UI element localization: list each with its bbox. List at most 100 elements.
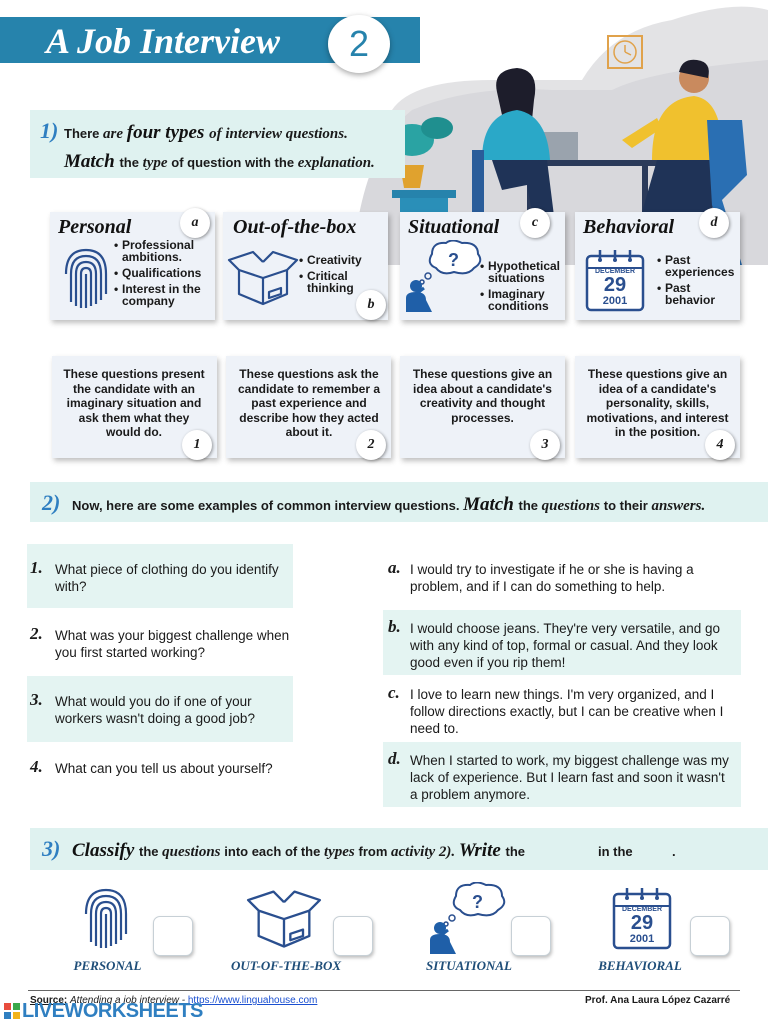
classify-label: BEHAVIORAL: [598, 958, 682, 973]
answer-checkbox-behavioral[interactable]: [690, 916, 730, 956]
activity-3-instruction-tail: in the: [598, 844, 633, 859]
type-card-title: Personal: [58, 216, 132, 238]
question-text: What was your biggest challenge when you…: [55, 628, 290, 660]
bullet-item: Past experiences: [657, 254, 739, 278]
type-card-personal: Personal a Professional ambitions. Quali…: [50, 208, 215, 320]
activity-1-instruction-bar: [30, 110, 405, 178]
explanation-number: 2: [356, 430, 386, 460]
type-card-title: Out-of-the-box: [233, 216, 357, 238]
source-label: Source:: [30, 995, 68, 1006]
instruction-segment: type: [142, 155, 172, 171]
instruction-segment: of question with the: [171, 155, 298, 170]
answer-label: a.: [388, 558, 401, 577]
source-text: Attending a job interview -: [70, 995, 188, 1006]
activity-2-instruction-bar: [30, 482, 768, 522]
clock-icon: [607, 35, 643, 69]
type-card-letter: d: [699, 208, 729, 238]
instruction-segment: There: [64, 126, 104, 141]
svg-text:?: ?: [472, 892, 483, 912]
instruction-segment: four types: [126, 122, 210, 143]
activity-3-instruction: Classify the questions into each of the …: [72, 840, 525, 862]
type-card-out-of-the-box: Out-of-the-box b Creativity Critical thi…: [223, 212, 388, 320]
type-card-letter: a: [180, 208, 210, 238]
calendar-day: 29: [603, 274, 627, 296]
instruction-segment: Match: [64, 151, 120, 172]
thinking-person-icon: ?: [430, 882, 506, 954]
instruction-segment: Match: [463, 494, 519, 515]
answer-checkbox-personal[interactable]: [153, 916, 193, 956]
instruction-segment: into each of the: [224, 844, 324, 859]
page-title: A Job Interview: [46, 21, 281, 61]
instruction-segment: explanation.: [297, 155, 375, 171]
explanation-card: These questions give an idea of a candid…: [575, 356, 740, 460]
calendar-month: DECEMBER: [594, 268, 636, 275]
classify-label: PERSONAL: [73, 958, 142, 973]
type-card-title: Situational: [408, 216, 500, 238]
instruction-segment: questions: [541, 498, 604, 514]
type-card-bullets: Past experiences Past behavior: [657, 254, 739, 306]
type-card-situational: Situational c ? Hypothetical situations …: [400, 208, 565, 320]
activity-1-instruction-line-2: Match the type of question with the expl…: [64, 151, 375, 173]
answer-checkbox-out-of-the-box[interactable]: [333, 916, 373, 956]
footer-author: Prof. Ana Laura López Cazarré: [585, 995, 731, 1006]
bullet-item: Hypothetical situations: [480, 260, 564, 284]
answer-label: d.: [388, 749, 401, 768]
instruction-segment: the: [518, 498, 542, 513]
explanation-text: These questions present the candidate wi…: [63, 367, 205, 439]
answer-checkbox-situational[interactable]: [511, 916, 551, 956]
instruction-segment: Classify: [72, 840, 140, 861]
instruction-segment: Now, here are some examples of common in…: [72, 498, 464, 513]
activity-2-number: 2): [42, 490, 61, 515]
classify-label: OUT-OF-THE-BOX: [230, 958, 342, 973]
footer-divider: [28, 990, 740, 991]
question-box: [27, 676, 293, 742]
type-card-letter: b: [356, 290, 386, 320]
bullet-item: Past behavior: [657, 282, 739, 306]
answer-text: I would choose jeans. They're very versa…: [410, 621, 720, 670]
question-label: 4.: [30, 757, 43, 776]
answer-label: b.: [388, 617, 401, 636]
explanation-number: 3: [530, 430, 560, 460]
instruction-segment: to their: [603, 498, 652, 513]
explanation-card: These questions give an idea about a can…: [400, 356, 565, 460]
question-text: What would you do if one of your workers…: [55, 694, 255, 726]
source-link[interactable]: https://www.linguahouse.com: [187, 995, 318, 1006]
type-card-behavioral: Behavioral d DECEMBER 29 2001 Past exper…: [575, 208, 740, 320]
bullet-item: Interest in the company: [114, 283, 212, 307]
type-card-bullets: Professional ambitions. Qualifications I…: [114, 239, 212, 307]
calendar-year: 2001: [629, 933, 655, 945]
calendar-day: 29: [630, 912, 654, 934]
instruction-segment: the: [139, 844, 163, 859]
open-box-icon: [227, 250, 299, 306]
calendar-year: 2001: [602, 295, 628, 307]
activity-3-number: 3): [42, 836, 61, 861]
title-number-badge: 2: [328, 15, 390, 73]
type-card-letter: c: [520, 208, 550, 238]
bullet-item: Professional ambitions.: [114, 239, 212, 263]
answer-text: I love to learn new things. I'm very org…: [410, 687, 724, 736]
answer-text: I would try to investigate if he or she …: [410, 562, 694, 594]
question-label: 3.: [30, 690, 43, 709]
explanation-number: 1: [182, 430, 212, 460]
activity-3-instruction-bar: [30, 828, 768, 870]
liveworksheets-brand: LIVEWORKSHEETS: [22, 1000, 203, 1022]
instruction-segment: types: [323, 844, 359, 860]
calendar-icon: DECEMBER 29 2001: [585, 248, 645, 312]
man-figure: [622, 59, 747, 265]
explanation-card: These questions ask the candidate to rem…: [226, 356, 391, 460]
instruction-segment: answers.: [651, 498, 706, 514]
instruction-segment: questions: [162, 844, 225, 860]
calendar-month: DECEMBER: [621, 906, 663, 913]
bullet-item: Creativity: [299, 254, 385, 266]
instruction-segment: are: [103, 126, 127, 142]
bullet-item: Qualifications: [114, 267, 212, 279]
type-card-title: Behavioral: [583, 216, 675, 238]
classify-label: SITUATIONAL: [426, 958, 512, 973]
activity-2-instruction: Now, here are some examples of common in…: [72, 494, 705, 516]
answer-box: [383, 610, 741, 675]
activity-1-instruction-line-1: There are four types of interview questi…: [64, 122, 348, 144]
instruction-segment: from: [358, 844, 392, 859]
answer-label: c.: [388, 683, 400, 702]
question-text: What can you tell us about yourself?: [55, 761, 273, 776]
activity-1-number: 1): [40, 118, 59, 143]
